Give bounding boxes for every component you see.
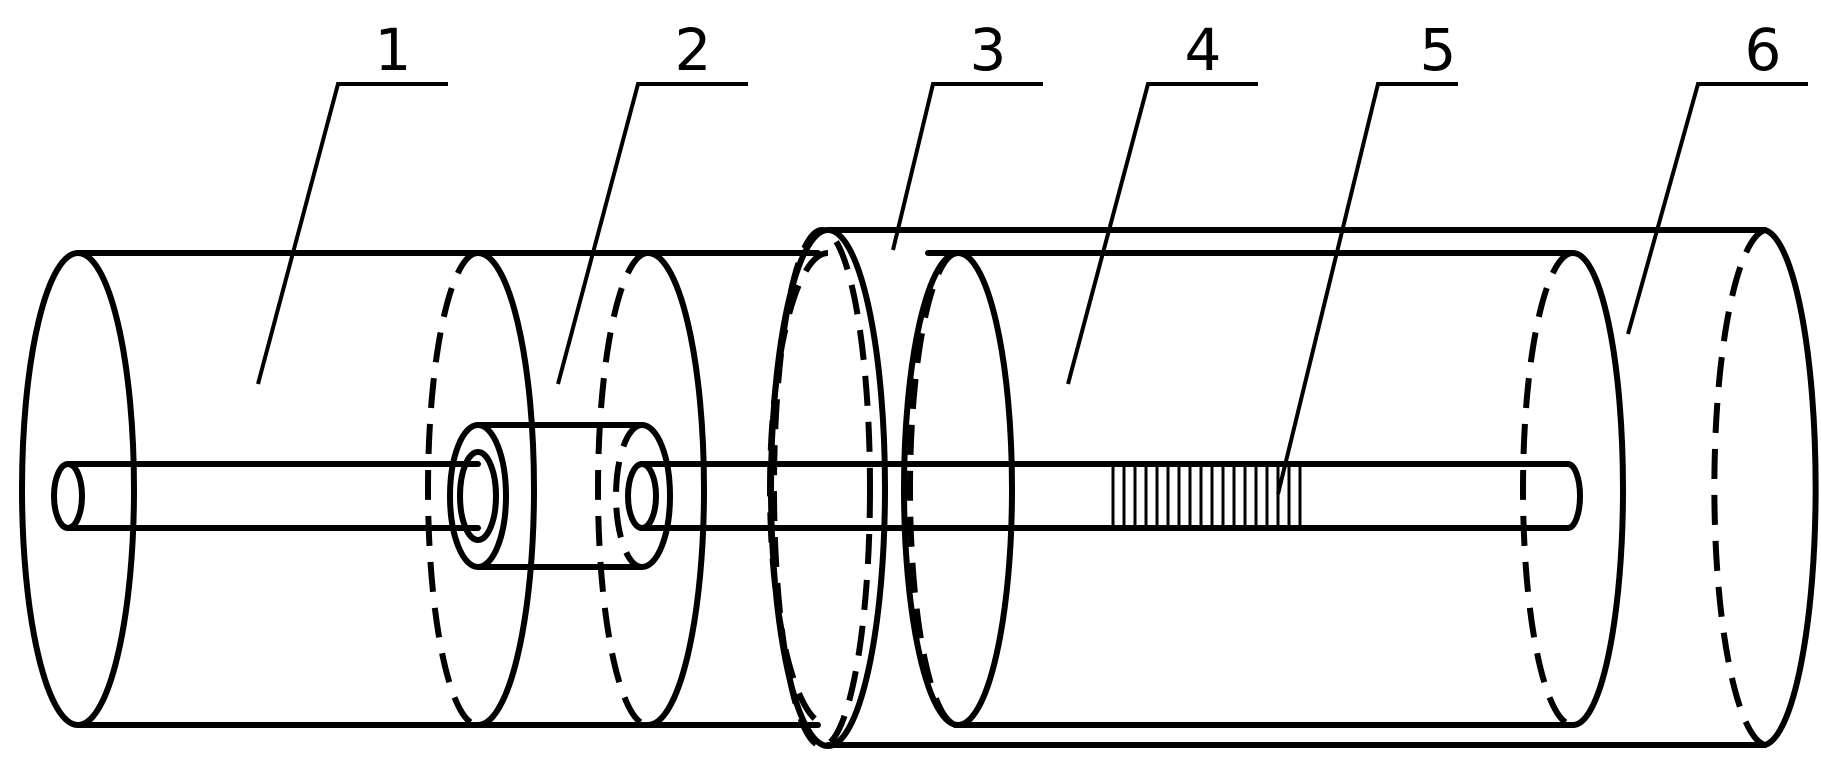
leader-line-5 [1276, 82, 1458, 495]
part-label-6: 6 [1745, 16, 1782, 84]
leader-line-3 [891, 82, 1043, 251]
inner-cylinder-front-rim [901, 250, 1015, 728]
right-rod-start [625, 461, 659, 531]
inner-cylinder-hidden-rim [907, 250, 959, 728]
leader-line-6 [1626, 82, 1808, 335]
inner-cylinder-right-rim [1570, 250, 1626, 728]
left-cylinder [19, 250, 821, 728]
outer-cylinder-right-hidden-rim [1711, 227, 1767, 748]
part-label-3: 3 [970, 16, 1007, 84]
coupling-sleeve-left-face [447, 422, 509, 570]
leader-line-2 [556, 82, 748, 385]
grating-segment [1111, 464, 1302, 528]
coupling-sleeve-right-face [639, 422, 673, 570]
leader-lines [256, 82, 1808, 495]
left-cylinder-hidden-rim [425, 250, 479, 728]
coupling-sleeve [447, 422, 673, 570]
right-rod [625, 461, 1583, 531]
outer-cylinder-left-hidden-rim [771, 227, 873, 749]
leader-line-1 [256, 82, 448, 385]
coupling-sleeve-right-hidden-face [613, 422, 643, 570]
part-label-2: 2 [675, 16, 712, 84]
left-rod [51, 461, 481, 531]
part-label-5: 5 [1420, 16, 1457, 84]
left-cylinder-right-rim [475, 250, 537, 728]
part-label-4: 4 [1185, 16, 1222, 84]
coupling-sleeve-left-bore [457, 449, 499, 543]
inner-cylinder [901, 250, 1626, 728]
leader-line-4 [1066, 82, 1258, 385]
second-section-hidden-rim [595, 250, 649, 728]
second-section [595, 250, 829, 728]
part-labels: 1 2 3 4 5 6 [375, 16, 1782, 84]
left-rod-end [51, 461, 85, 531]
inner-cylinder-right-hidden-rim [1520, 250, 1574, 728]
third-section-hidden-rim [767, 250, 829, 728]
part-label-1: 1 [375, 16, 412, 84]
left-cylinder-front-end [19, 250, 137, 728]
right-rod-end [1565, 461, 1583, 531]
outer-cylinder-right-rim [1762, 227, 1819, 748]
second-section-right-rim [645, 250, 707, 728]
